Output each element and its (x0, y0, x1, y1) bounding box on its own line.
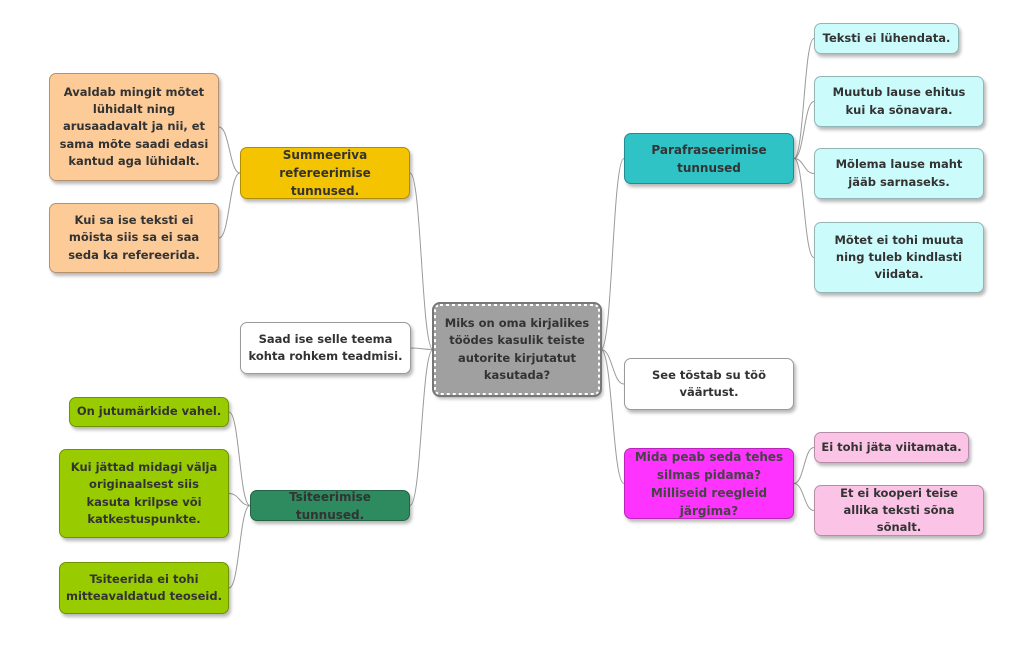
paraphrase-item-3[interactable]: Mõlema lause maht jääb sarnaseks. (814, 148, 984, 199)
benefit-left[interactable]: Saad ise selle teema kohta rohkem teadmi… (240, 322, 411, 374)
paraphrase-item-3-text: Mõlema lause maht jääb sarnaseks. (835, 157, 963, 189)
paraphrase-item-2[interactable]: Muutub lause ehitus kui ka sõnavara. (814, 76, 984, 127)
connector-12 (793, 483, 815, 511)
connector-17 (228, 505, 251, 589)
summary-item-1[interactable]: Avaldab mingit mõtet lühidalt ning arusa… (49, 73, 219, 181)
branch-rules-title: Mida peab seda tehes silmas pidama? Mill… (634, 449, 784, 518)
connector-4 (409, 172, 434, 350)
summary-item-2[interactable]: Kui sa ise teksti ei mõista siis sa ei s… (49, 203, 219, 273)
benefit-right-text: See tõstab su töö väärtust. (652, 367, 766, 399)
rules-item-2-text: Et ei kooperi teise allika teksti sõna s… (840, 485, 958, 535)
benefit-right[interactable]: See tõstab su töö väärtust. (624, 358, 794, 410)
central-topic-text: Miks on oma kirjalikes töödes kasulik te… (444, 316, 590, 382)
connector-9 (793, 158, 815, 174)
connector-6 (409, 349, 434, 506)
quote-item-3-text: Tsiteerida ei tohi mitteavaldatud teosei… (66, 571, 222, 603)
connector-1 (600, 158, 625, 350)
branch-summary-title: Summeeriva refereerimise tunnused. (279, 148, 371, 198)
connector-3 (600, 349, 625, 484)
quote-item-2-text: Kui jättad midagi välja originaalsest si… (70, 460, 218, 526)
summary-item-2-text: Kui sa ise teksti ei mõista siis sa ei s… (68, 213, 200, 262)
rules-item-1[interactable]: Ei tohi jäta viitamata. (814, 432, 969, 463)
paraphrase-item-4-text: Mõtet ei tohi muuta ning tuleb kindlasti… (834, 232, 964, 282)
quote-item-3[interactable]: Tsiteerida ei tohi mitteavaldatud teosei… (59, 562, 229, 614)
connector-15 (228, 411, 251, 506)
connector-10 (793, 158, 815, 258)
connector-14 (218, 172, 241, 239)
central-topic[interactable]: Miks on oma kirjalikes töödes kasulik te… (432, 302, 602, 397)
quote-item-2[interactable]: Kui jättad midagi välja originaalsest si… (59, 449, 229, 538)
connector-11 (793, 447, 815, 484)
connector-16 (228, 493, 251, 506)
paraphrase-item-4[interactable]: Mõtet ei tohi muuta ning tuleb kindlasti… (814, 222, 984, 293)
branch-rules[interactable]: Mida peab seda tehes silmas pidama? Mill… (624, 448, 794, 519)
summary-item-1-text: Avaldab mingit mõtet lühidalt ning arusa… (59, 84, 209, 168)
quote-item-1[interactable]: On jutumärkide vahel. (69, 397, 229, 427)
connector-2 (600, 349, 625, 385)
connector-7 (793, 38, 815, 159)
branch-quote[interactable]: Tsiteerimise tunnused. (250, 489, 410, 522)
paraphrase-item-1-text: Teksti ei lühendata. (822, 30, 951, 45)
connector-8 (793, 101, 815, 159)
benefit-left-text: Saad ise selle teema kohta rohkem teadmi… (248, 331, 403, 363)
paraphrase-item-2-text: Muutub lause ehitus kui ka sõnavara. (832, 85, 966, 117)
connector-13 (218, 126, 241, 174)
rules-item-1-text: Ei tohi jäta viitamata. (821, 439, 962, 454)
branch-summary[interactable]: Summeeriva refereerimise tunnused. (240, 147, 410, 199)
branch-paraphrase[interactable]: Parafraseerimise tunnused (624, 133, 794, 184)
quote-item-1-text: On jutumärkide vahel. (76, 404, 222, 419)
connector-5 (410, 347, 434, 350)
paraphrase-item-1[interactable]: Teksti ei lühendata. (814, 23, 959, 54)
branch-paraphrase-title: Parafraseerimise tunnused (651, 142, 767, 175)
rules-item-2[interactable]: Et ei kooperi teise allika teksti sõna s… (814, 485, 984, 536)
branch-quote-title: Tsiteerimise tunnused. (289, 489, 371, 522)
